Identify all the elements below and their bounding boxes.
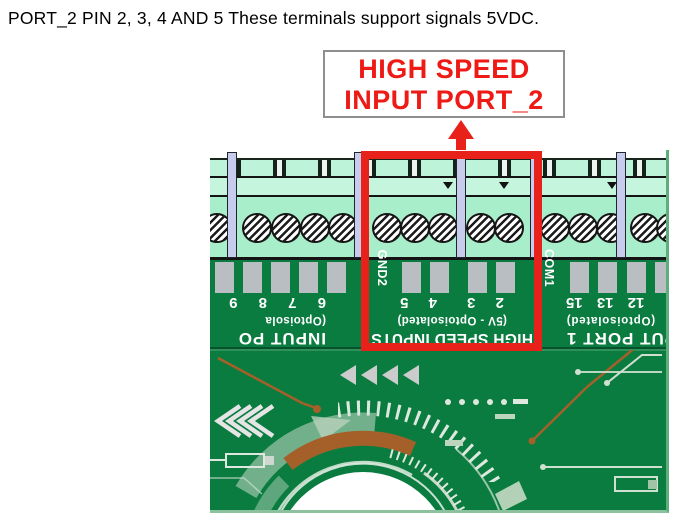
trace-node [540, 464, 546, 470]
copper-trace [531, 350, 635, 442]
triangle-icon [340, 365, 356, 385]
solder-pad [327, 262, 346, 293]
dash [445, 440, 463, 446]
footprint-pad [648, 480, 657, 489]
terminal-screw-icon [540, 213, 570, 243]
solder-pad [271, 262, 290, 293]
triangle-icon [403, 365, 419, 385]
terminal-screw-icon [466, 213, 496, 243]
trace-node [313, 405, 321, 413]
lever-icon [607, 182, 617, 189]
solder-pad [627, 262, 646, 293]
com1-label: COM1 [542, 248, 556, 288]
dot [473, 399, 479, 405]
terminal-screw-icon [494, 213, 524, 243]
dash [495, 414, 515, 419]
solder-pad [215, 262, 234, 293]
trace [606, 354, 662, 384]
section-name: INPUT PO [237, 329, 326, 348]
terminal-screw-icon [300, 213, 330, 243]
triangle-icon [361, 365, 377, 385]
trace-node [575, 369, 581, 375]
solder-pad [299, 262, 318, 293]
solder-pad [570, 262, 589, 293]
terminal-screw-icon [271, 213, 301, 243]
callout-line-2: INPUT PORT_2 [344, 85, 544, 115]
sage-band [235, 412, 377, 499]
gauge-dome [290, 472, 436, 510]
lever-icon [443, 182, 453, 189]
solder-pad [243, 262, 262, 293]
highlight-rectangle [361, 151, 542, 351]
dome-rim [280, 462, 446, 510]
section-pins: 12 13 15 [566, 294, 645, 311]
brown-arc [283, 430, 417, 471]
dot [501, 399, 507, 405]
trace-node [528, 437, 536, 445]
sage-wedge [311, 416, 351, 441]
callout-line-1: HIGH SPEED [358, 54, 530, 84]
dot [487, 399, 493, 405]
section-name: INPUT PORT 1 [566, 329, 666, 348]
terminal-top-tabs [210, 158, 666, 176]
footprint-pad [265, 456, 274, 465]
callout-label: HIGH SPEED INPUT PORT_2 [323, 50, 565, 118]
section-sub: (Optoisolated) [566, 314, 656, 326]
section-pins: 6 7 8 9 1 [210, 294, 326, 311]
pcb-image: INPUT PO (Optoisola 6 7 8 9 1 HIGH SPEED… [210, 150, 669, 513]
solder-pad [402, 262, 421, 293]
sage-band [254, 475, 290, 510]
copper-trace [217, 356, 317, 410]
page-title: PORT_2 PIN 2, 3, 4 AND 5 These terminals… [8, 8, 540, 28]
terminal-screw-icon [428, 213, 458, 243]
callout-arrow-shaft [456, 136, 466, 154]
circuit-artwork [210, 350, 662, 510]
solder-pad [655, 262, 666, 293]
chevron-icon [225, 404, 253, 438]
callout-arrow-icon [448, 120, 474, 139]
silkscreen-section-right: INPUT PORT 1 (Optoisolated) 12 13 15 [566, 292, 666, 348]
dot [445, 399, 451, 405]
trace [210, 477, 263, 495]
triangle-icon [382, 365, 398, 385]
lever-icon [499, 182, 509, 189]
terminal-divider [616, 152, 626, 258]
sage-parallelogram [495, 481, 527, 510]
solder-pad [430, 262, 449, 293]
chevron-icon [236, 404, 264, 438]
dash [513, 399, 528, 404]
dot [459, 399, 465, 405]
terminal-screw-icon [242, 213, 272, 243]
terminal-divider [227, 152, 237, 258]
solder-pad [496, 262, 515, 293]
solder-pad [468, 262, 487, 293]
chevron-icon [247, 404, 275, 438]
thin-arc [277, 460, 413, 510]
section-sub: (Optoisola [265, 314, 326, 326]
chevron-icon [214, 404, 242, 438]
terminal-screw-icon [568, 213, 598, 243]
solder-pad [598, 262, 617, 293]
trace-node [604, 380, 610, 386]
silkscreen-section-left: INPUT PO (Optoisola 6 7 8 9 1 [210, 292, 326, 348]
